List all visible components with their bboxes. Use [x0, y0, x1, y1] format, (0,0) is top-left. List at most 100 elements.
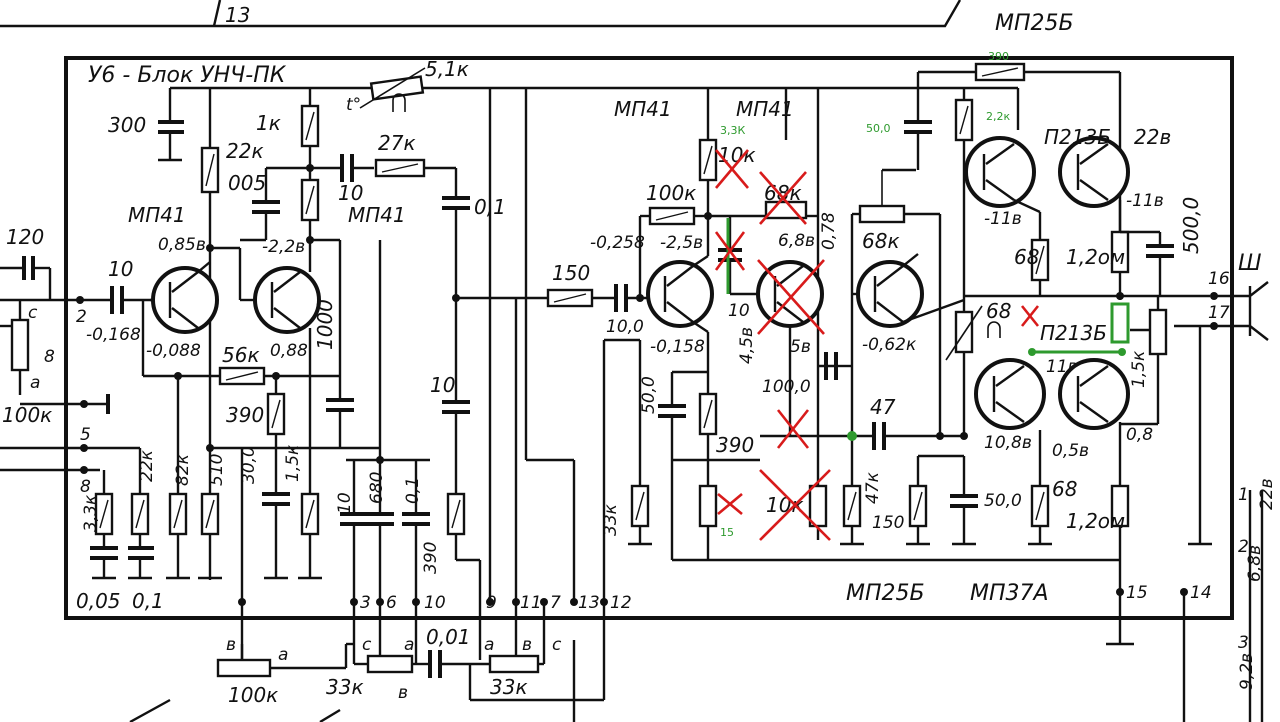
v-08: 0,8: [1126, 425, 1153, 445]
r15kb-label: 1,5к: [1129, 350, 1149, 388]
q6-transistor: [964, 136, 1036, 208]
c10-in-label: 10: [108, 257, 133, 281]
pot-left-value: 100к: [2, 403, 52, 427]
r10k-bot: [808, 484, 828, 528]
c300-label: 300: [108, 113, 146, 137]
block-frame: [64, 56, 1234, 620]
r390-label: 390: [226, 403, 264, 427]
v-22: 22в: [1134, 125, 1171, 149]
pin14-node: [1180, 588, 1188, 596]
r510-label: 510: [207, 454, 227, 486]
v-m0088: -0,088: [146, 341, 201, 361]
r390c-hatch: [703, 399, 713, 429]
pot-left: [10, 318, 30, 372]
c30-label: 30,0: [239, 446, 259, 484]
c01-label: 0,1: [132, 589, 164, 613]
q3-c-up: [692, 255, 709, 267]
mod-2-2k: 2,2к: [986, 110, 1010, 123]
c50-label: 50,0: [639, 376, 659, 414]
r100k-label: 100к: [646, 181, 696, 205]
r510-hatch: [205, 499, 215, 529]
r15: [698, 484, 718, 528]
pin1r-label: 1: [1238, 485, 1249, 505]
mod-15: 15: [720, 526, 734, 539]
r150b-hatch: [913, 491, 923, 521]
right-bus: [1248, 490, 1264, 722]
r100k-hatch: [655, 211, 689, 221]
q3-label: МП41: [614, 97, 672, 121]
r390-top-hatch: [981, 67, 1019, 77]
q9-collector: [1079, 365, 1109, 387]
r10k-bot-label: 10к: [766, 493, 804, 517]
q8-transistor: [974, 358, 1046, 430]
pin8-left: 8: [44, 347, 55, 367]
diag-1: [129, 698, 171, 722]
r22k-hatch: [205, 153, 215, 187]
pot-left-a: а: [30, 373, 40, 393]
q4-label: МП41: [736, 97, 794, 121]
q3-collector: [666, 265, 694, 287]
r1-5k-b: [1148, 308, 1168, 356]
r15k-label: 1,5к: [283, 444, 303, 482]
q7-label: П213Б: [1044, 125, 1111, 149]
mod-green-node1: [1028, 348, 1036, 356]
v-085: 0,85в: [158, 235, 206, 255]
pot-33k-a-b-label: в: [398, 683, 408, 703]
bottom-left-trans: МП25Б: [846, 581, 925, 606]
r150-hatch: [553, 293, 587, 303]
v-m0258: -0,258: [590, 233, 645, 253]
c005b-label: 005: [228, 171, 266, 195]
r33k-b-label: 33к: [601, 503, 621, 536]
q8-emitter: [995, 401, 1025, 423]
r22k-b-label: 22к: [137, 449, 157, 482]
q2-emitter: [273, 307, 301, 329]
r33k-b-hatch: [635, 491, 645, 521]
q7-emitter: [1079, 179, 1109, 201]
pin2r-label: 2: [1238, 537, 1249, 557]
mod-green-resistor: [1110, 302, 1130, 344]
speaker-connector: [1248, 281, 1269, 341]
q5-e-link: [902, 298, 965, 324]
r68-bias-arrow: [945, 305, 983, 361]
q6-e-link: [1013, 198, 1041, 214]
c50b-label: 50,0: [984, 491, 1022, 511]
mod-green-node2: [1118, 348, 1126, 356]
v-m25: -2,5в: [660, 233, 703, 253]
pin15-label: 15: [1126, 583, 1148, 603]
pin11-label: 11: [520, 593, 542, 613]
q2-transistor: [253, 266, 321, 334]
connector-label: Ш: [1238, 251, 1262, 276]
r68a-label: 68: [1014, 245, 1039, 269]
r33k-a-hatch: [99, 499, 109, 529]
r1k-hatch: [305, 111, 315, 141]
r12om-b-label: 1,2ом: [1066, 509, 1125, 533]
v-m0158: -0,158: [650, 337, 705, 357]
pin10-label: 10: [424, 593, 446, 613]
pin15-node: [1116, 588, 1124, 596]
pot-33k-b: [488, 654, 540, 674]
r68-bias-loop: [987, 321, 1001, 338]
r47k-hatch: [847, 491, 857, 521]
right-v1: 22в: [1257, 478, 1277, 510]
q3-emitter: [666, 301, 694, 323]
diag-2: [319, 708, 341, 722]
r68c-hatch: [1035, 491, 1045, 521]
q8-collector: [995, 365, 1025, 387]
r12om-label: 1,2ом: [1066, 245, 1125, 269]
pin5-node: [80, 444, 88, 452]
pin11-node: [512, 598, 520, 606]
c01b-label: 0,1: [403, 477, 423, 504]
top-left-label: 13: [225, 3, 250, 27]
pot-bottom-value: 100к: [228, 683, 278, 707]
r390b-hatch: [451, 499, 461, 529]
c100-label: 100,0: [762, 377, 811, 397]
mod-3-3k: 3,3К: [720, 124, 745, 137]
thermistor-value: 5,1к: [425, 57, 469, 81]
q3-e-lead: [692, 321, 709, 333]
v-m062: -0,62к: [862, 335, 917, 355]
r68k-trim: [858, 204, 906, 224]
c10-q3-label: 10,0: [606, 317, 644, 337]
pin13-label: 13: [578, 593, 600, 613]
pot-33k-a: [366, 654, 414, 674]
pot-33k-b-b-label: в: [522, 635, 532, 655]
